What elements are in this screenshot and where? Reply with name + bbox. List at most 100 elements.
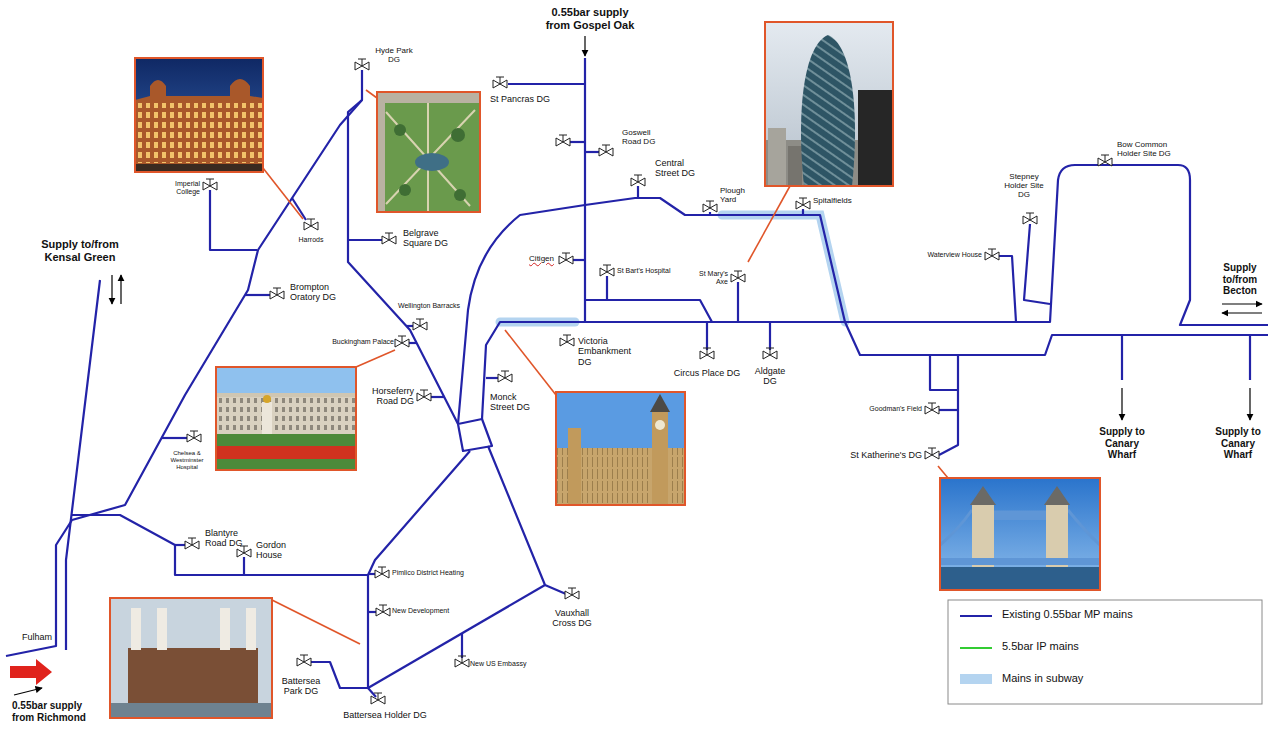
station-label: St Katherine's DG bbox=[850, 450, 922, 460]
photo-tree bbox=[454, 189, 466, 201]
photo-tower bbox=[801, 35, 855, 186]
gas-main bbox=[368, 451, 470, 575]
gas-main bbox=[706, 322, 708, 350]
station-label: Imperial College bbox=[164, 180, 200, 196]
photo-tree bbox=[394, 124, 406, 136]
valve-symbol bbox=[560, 335, 574, 346]
gas-main bbox=[175, 544, 186, 546]
gas-main bbox=[802, 209, 804, 215]
valve-symbol bbox=[1023, 213, 1037, 224]
photo-sky bbox=[765, 22, 893, 186]
valve-symbol bbox=[395, 336, 409, 347]
leader-line bbox=[263, 168, 303, 219]
valve-symbol bbox=[297, 655, 311, 666]
photo-chains bbox=[940, 510, 1100, 545]
legend-box bbox=[948, 600, 1262, 704]
valve-symbol bbox=[413, 319, 427, 330]
gas-main bbox=[292, 198, 306, 220]
station-label: Battersea Holder DG bbox=[343, 710, 427, 720]
supply-arrow bbox=[14, 688, 42, 695]
gas-main bbox=[348, 239, 382, 241]
valve-symbol bbox=[700, 348, 714, 359]
gas-main bbox=[737, 282, 739, 322]
photo-spire bbox=[650, 394, 670, 412]
photo-water bbox=[940, 567, 1100, 590]
valve-symbol bbox=[925, 448, 939, 459]
leader-line bbox=[272, 600, 360, 644]
gas-main bbox=[488, 446, 566, 594]
photo-building bbox=[128, 648, 258, 704]
valve-symbol bbox=[559, 253, 573, 264]
station-label: Spitalfields bbox=[813, 196, 852, 205]
supply-arrow bbox=[111, 275, 112, 304]
gas-main bbox=[367, 575, 369, 688]
photo-frame bbox=[135, 58, 263, 172]
gas-main bbox=[66, 280, 100, 650]
station-label: Gordon House bbox=[256, 540, 292, 561]
station-label: Blantyre Road DG bbox=[205, 528, 253, 549]
gas-main bbox=[570, 141, 585, 143]
gas-main bbox=[71, 515, 368, 575]
gas-main bbox=[585, 151, 599, 153]
parliament-photo bbox=[556, 392, 685, 505]
gas-main bbox=[245, 294, 270, 296]
station-label: Plough Yard bbox=[720, 186, 754, 204]
leader-line bbox=[938, 466, 948, 478]
photo-frame bbox=[765, 22, 893, 186]
supply-arrow bbox=[1121, 388, 1122, 420]
valve-symbol bbox=[498, 371, 512, 382]
valve-symbol bbox=[455, 656, 469, 667]
gas-main bbox=[430, 396, 445, 398]
leader-line bbox=[356, 350, 395, 367]
legend-line-sample bbox=[960, 615, 992, 617]
valve-symbol bbox=[376, 605, 390, 616]
photo-tower bbox=[858, 90, 893, 186]
legend-text: 5.5bar IP mains bbox=[1002, 640, 1079, 653]
gas-main bbox=[486, 377, 498, 379]
battersea-photo bbox=[110, 598, 272, 718]
gas-main bbox=[572, 259, 585, 261]
photo-chimney bbox=[157, 608, 167, 650]
gas-main bbox=[939, 390, 958, 455]
photo-flowers bbox=[216, 446, 356, 459]
gas-main bbox=[930, 355, 958, 390]
photo-tower bbox=[652, 412, 668, 505]
valve-symbol bbox=[731, 271, 745, 282]
photo-lake bbox=[415, 153, 449, 171]
station-label: St Pancras DG bbox=[490, 94, 550, 104]
leader-line bbox=[505, 330, 556, 395]
valve-symbol bbox=[355, 59, 369, 70]
photo-frame bbox=[377, 92, 480, 212]
valve-symbol bbox=[493, 77, 507, 88]
photo-city bbox=[768, 128, 786, 186]
leader-line bbox=[748, 186, 790, 262]
photo-sky bbox=[135, 58, 263, 172]
gas-main bbox=[585, 198, 845, 322]
legend-text: Mains in subway bbox=[1002, 672, 1083, 685]
photo-frame bbox=[110, 598, 272, 718]
gas-main bbox=[606, 276, 608, 300]
gas-main bbox=[210, 190, 257, 250]
photo-sky bbox=[216, 367, 356, 470]
harrods-photo bbox=[135, 58, 263, 172]
legend-text: Existing 0.55bar MP mains bbox=[1002, 608, 1133, 621]
valve-symbol bbox=[371, 693, 385, 704]
gas-main bbox=[508, 83, 585, 85]
photo-roofs bbox=[970, 486, 1070, 505]
supply-arrow bbox=[584, 36, 585, 56]
photo-chimney bbox=[131, 608, 141, 650]
station-label: Pimlico District Heating bbox=[392, 569, 464, 577]
photo-frame bbox=[216, 367, 356, 470]
valve-symbol bbox=[304, 219, 318, 230]
station-label: Circus Place DG bbox=[674, 368, 741, 378]
valve-symbol bbox=[925, 403, 939, 414]
station-label: Goodman's Field bbox=[869, 405, 922, 413]
valve-symbol bbox=[599, 145, 613, 156]
photo-chimney bbox=[220, 608, 230, 650]
photo-sky bbox=[556, 392, 685, 505]
supply-arrow bbox=[1222, 303, 1262, 304]
photo-tree bbox=[451, 128, 465, 142]
station-label: Horseferry Road DG bbox=[358, 386, 414, 407]
supply-arrow bbox=[1249, 388, 1250, 420]
